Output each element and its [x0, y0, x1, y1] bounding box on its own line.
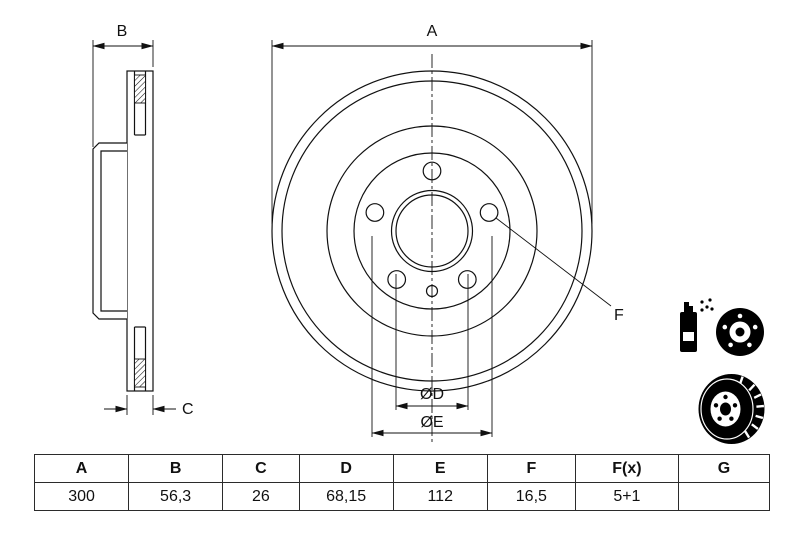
vented-disc-bolt-dot [713, 403, 719, 408]
dim-label-e: ØE [420, 414, 443, 431]
spray-dot [710, 307, 714, 311]
header-c: C [222, 454, 300, 483]
wheel-bolt-hole [479, 203, 499, 222]
header-fx: F(x) [574, 454, 679, 483]
dimension-d: ØD [395, 274, 469, 410]
dim-label-a: A [427, 23, 438, 40]
coated-disc-bolt-dot [752, 324, 758, 330]
dimension-a: A [271, 23, 593, 224]
dimension-c: C [104, 395, 194, 418]
side-section-view [92, 70, 154, 392]
vented-disc-bolt-dot [723, 394, 728, 400]
spray-can-cap [684, 306, 693, 312]
value-f: 16,5 [486, 482, 576, 511]
leader-f: F [495, 217, 624, 324]
wheel-bolt-hole [457, 270, 477, 289]
value-fx: 5+1 [574, 482, 679, 511]
dimension-b: B [92, 23, 154, 147]
spray-dot [700, 300, 704, 304]
wheel-bolt-hole [387, 270, 407, 289]
hatch-section-top [134, 74, 146, 104]
vented-disc-bolt-dot [729, 416, 734, 421]
value-a: 300 [33, 482, 130, 511]
value-g [677, 482, 771, 511]
brake-ring-section [126, 70, 154, 392]
technical-drawing: A B C ØD ØE [92, 23, 765, 444]
spray-can-nozzle [684, 302, 689, 306]
vented-brake-disc-icon [698, 374, 765, 444]
spray-dot [700, 308, 704, 312]
dim-label-d: ØD [420, 386, 444, 403]
value-e: 112 [392, 482, 488, 511]
hat-inner-line [100, 150, 127, 312]
coated-disc-bolt-dot [737, 313, 743, 319]
vented-disc-bolt-dot [732, 403, 738, 408]
value-b: 56,3 [128, 482, 224, 511]
spray-dot [708, 298, 712, 302]
dim-label-c: C [182, 401, 194, 418]
header-b: B [128, 454, 224, 483]
vented-disc-bolt-dot [717, 416, 722, 421]
spray-can-label [683, 332, 694, 341]
coated-disc-bore [735, 327, 745, 337]
value-d: 68,15 [298, 482, 394, 511]
spray-can-and-disc-icon [680, 298, 764, 356]
coated-disc-bolt-dot [747, 342, 752, 348]
coated-disc-bolt-dot [728, 342, 733, 348]
header-a: A [33, 454, 130, 483]
leader-line [495, 217, 612, 307]
table-value-row: 300 56,3 26 68,15 112 16,5 5+1 [33, 482, 771, 511]
dim-label-b: B [117, 23, 128, 40]
table-header-row: A B C D E F F(x) G [33, 454, 771, 483]
dim-label-f: F [614, 307, 624, 324]
header-f: F [486, 454, 576, 483]
value-c: 26 [222, 482, 300, 511]
header-g: G [677, 454, 771, 483]
coated-disc-bolt-dot [722, 324, 728, 330]
hat-outline [92, 142, 127, 320]
header-e: E [392, 454, 488, 483]
dimension-e: ØE [371, 236, 493, 437]
wheel-bolt-hole [365, 203, 385, 222]
hatch-section-bottom [134, 358, 146, 388]
spray-dot [705, 305, 709, 309]
dimension-table: A B C D E F F(x) G 300 56,3 26 68,15 112… [33, 454, 771, 511]
vented-disc-bore [720, 402, 731, 416]
header-d: D [298, 454, 394, 483]
